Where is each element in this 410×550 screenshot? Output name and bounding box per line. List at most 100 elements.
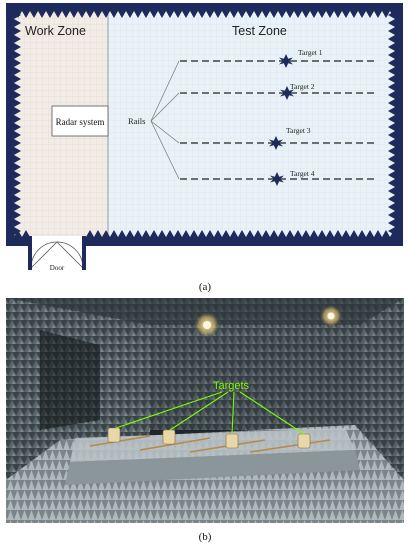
- absorber-wedge: [388, 195, 395, 203]
- absorber-wedges: [14, 11, 398, 243]
- target-3: Target 3: [269, 126, 311, 150]
- absorber-wedge: [366, 11, 374, 18]
- absorber-wedge: [388, 211, 395, 219]
- absorber-wedge: [150, 11, 158, 18]
- absorber-wedge: [388, 91, 395, 99]
- absorber-wedge: [14, 43, 21, 51]
- photo-target-3: [225, 433, 239, 449]
- absorber-wedge: [388, 123, 395, 131]
- absorber-wedge: [142, 230, 150, 237]
- absorber-wedge: [278, 230, 286, 237]
- photo-targets: [107, 427, 311, 449]
- absorber-wedge: [388, 163, 395, 171]
- absorber-wedge: [318, 230, 326, 237]
- absorber-wedge: [14, 179, 21, 187]
- absorber-wedge: [14, 123, 21, 131]
- work-zone-label: Work Zone: [25, 24, 86, 38]
- absorber-wedge: [14, 147, 21, 155]
- absorber-wedge: [388, 35, 395, 43]
- absorber-wedge: [126, 11, 134, 18]
- absorber-wedge: [388, 179, 395, 187]
- absorber-wedge: [388, 67, 395, 75]
- absorber-wedge: [366, 230, 374, 237]
- absorber-wedge: [310, 11, 318, 18]
- absorber-wedge: [310, 230, 318, 237]
- absorber-wedge: [86, 11, 94, 18]
- target-3-label: Target 3: [286, 126, 311, 135]
- absorber-wedge: [350, 230, 358, 237]
- targets-label: Targets: [213, 380, 250, 392]
- absorber-wedge: [388, 219, 395, 227]
- absorber-wedge: [388, 75, 395, 83]
- target-2-label: Target 2: [290, 82, 315, 91]
- absorber-wedge: [14, 19, 21, 27]
- absorber-wedge: [302, 11, 310, 18]
- test-zone-label: Test Zone: [232, 24, 287, 38]
- absorber-wedge: [270, 11, 278, 18]
- absorber-wedge: [14, 99, 21, 107]
- absorber-wedge: [118, 230, 126, 237]
- absorber-wedge: [262, 11, 270, 18]
- absorber-wedge: [118, 11, 126, 18]
- absorber-wedge: [270, 230, 278, 237]
- absorber-wedge: [94, 230, 102, 237]
- absorber-wedge: [14, 131, 21, 139]
- target-4: Target 4: [270, 169, 315, 186]
- absorber-wedge: [14, 67, 21, 75]
- absorber-wedge: [182, 230, 190, 237]
- door-label: Door: [50, 264, 65, 272]
- absorber-wedge: [278, 11, 286, 18]
- absorber-wedge: [14, 219, 21, 227]
- absorber-wedge: [238, 230, 246, 237]
- absorber-wedge: [388, 107, 395, 115]
- absorber-wedge: [206, 11, 214, 18]
- absorber-wedge: [388, 155, 395, 163]
- absorber-wedge: [14, 195, 21, 203]
- absorber-wedge: [326, 11, 334, 18]
- absorber-wedge: [388, 51, 395, 59]
- absorber-wedge: [388, 171, 395, 179]
- absorber-wedge: [302, 230, 310, 237]
- absorber-wedge: [14, 235, 21, 243]
- star-icon: [279, 54, 293, 68]
- absorber-wedge: [358, 230, 366, 237]
- absorber-wedge: [286, 11, 294, 18]
- absorber-wedge: [342, 11, 350, 18]
- absorber-wedge: [14, 203, 21, 211]
- absorber-wedge: [388, 227, 395, 235]
- absorber-wedge: [62, 11, 70, 18]
- absorber-wedge: [388, 187, 395, 195]
- absorber-wedge: [214, 230, 222, 237]
- absorber-wedge: [334, 11, 342, 18]
- absorber-wedge: [334, 230, 342, 237]
- absorber-wedge: [54, 11, 62, 18]
- absorber-wedge: [38, 11, 46, 18]
- absorber-wedge: [388, 147, 395, 155]
- absorber-wedge: [14, 91, 21, 99]
- absorber-wedge: [388, 83, 395, 91]
- absorber-wedge: [142, 11, 150, 18]
- absorber-wedge: [246, 11, 254, 18]
- absorber-wedge: [388, 203, 395, 211]
- caption-a: (a): [199, 281, 212, 293]
- absorber-wedge: [254, 230, 262, 237]
- absorber-wedge: [46, 11, 54, 18]
- absorber-wedge: [158, 11, 166, 18]
- absorber-wedge: [14, 75, 21, 83]
- chamber-diagram: Door Work Zone Test Zone Radar system Ra…: [6, 3, 403, 293]
- absorber-wedge: [134, 230, 142, 237]
- target-4-label: Target 4: [290, 169, 315, 178]
- absorber-wedge: [294, 11, 302, 18]
- absorber-wedge: [22, 230, 30, 237]
- absorber-wedge: [14, 187, 21, 195]
- door: [28, 236, 86, 270]
- star-icon: [280, 86, 294, 100]
- absorber-wedge: [14, 83, 21, 91]
- absorber-wedge: [246, 230, 254, 237]
- rails-pointers: [150, 60, 180, 180]
- absorber-wedge: [14, 59, 21, 67]
- target-1-label: Target 1: [298, 48, 323, 57]
- absorber-wedge: [350, 11, 358, 18]
- absorber-wedge: [286, 230, 294, 237]
- absorber-wedge: [318, 11, 326, 18]
